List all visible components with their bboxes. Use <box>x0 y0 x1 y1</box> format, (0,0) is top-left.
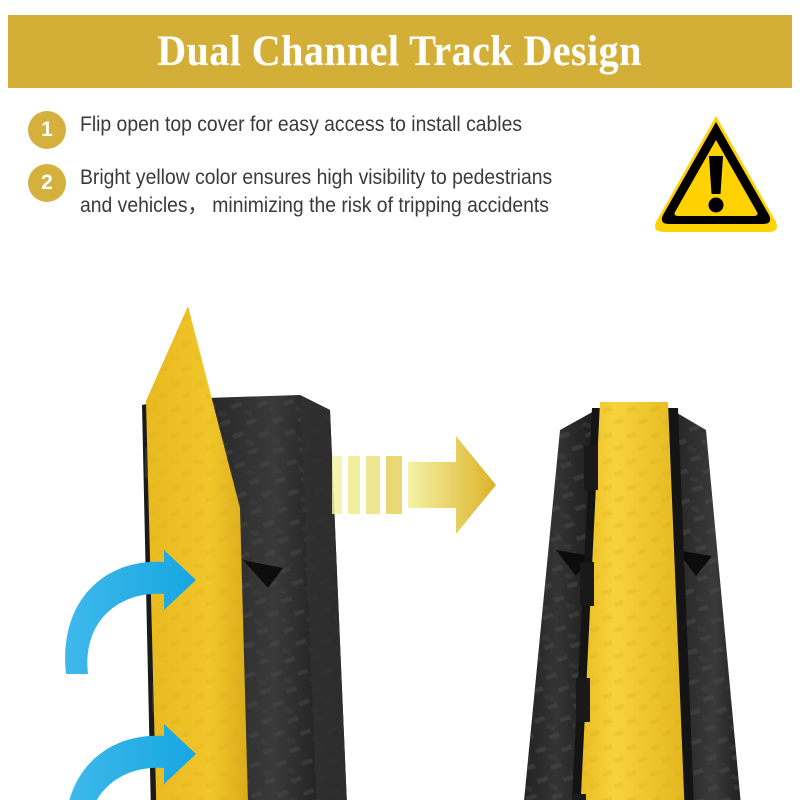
bullet-number-badge: 1 <box>28 111 66 149</box>
lid-tab <box>580 562 594 606</box>
lid-tab <box>584 446 598 490</box>
bullet-number-badge: 2 <box>28 164 66 202</box>
feature-list: 1 Flip open top cover for easy access to… <box>28 110 648 233</box>
ramp-notch-left-top <box>556 550 592 576</box>
right-ramp-edge <box>300 395 347 800</box>
product-illustration <box>65 306 741 800</box>
flip-arrow-top <box>65 550 196 674</box>
lid-tab <box>576 678 590 722</box>
cable-protector-closed <box>524 402 741 800</box>
page-title: Dual Channel Track Design <box>157 28 643 75</box>
list-item: 1 Flip open top cover for easy access to… <box>28 110 648 149</box>
flip-arrow-bottom <box>69 724 196 800</box>
ramp-notch-top <box>243 560 283 588</box>
transition-arrow <box>332 436 496 534</box>
flip-cover-texture <box>146 306 248 800</box>
cable-protector-open <box>65 306 347 800</box>
bullet-text: Bright yellow color ensures high visibil… <box>80 165 553 217</box>
ramp-notch-right-top <box>676 550 712 576</box>
lid-tab <box>572 794 586 800</box>
bullet-text: Flip open top cover for easy access to i… <box>80 112 523 136</box>
list-item: 2 Bright yellow color ensures high visib… <box>28 163 648 219</box>
top-lid-texture <box>580 402 685 800</box>
title-band: Dual Channel Track Design <box>8 15 792 88</box>
warning-triangle-icon <box>655 116 777 232</box>
